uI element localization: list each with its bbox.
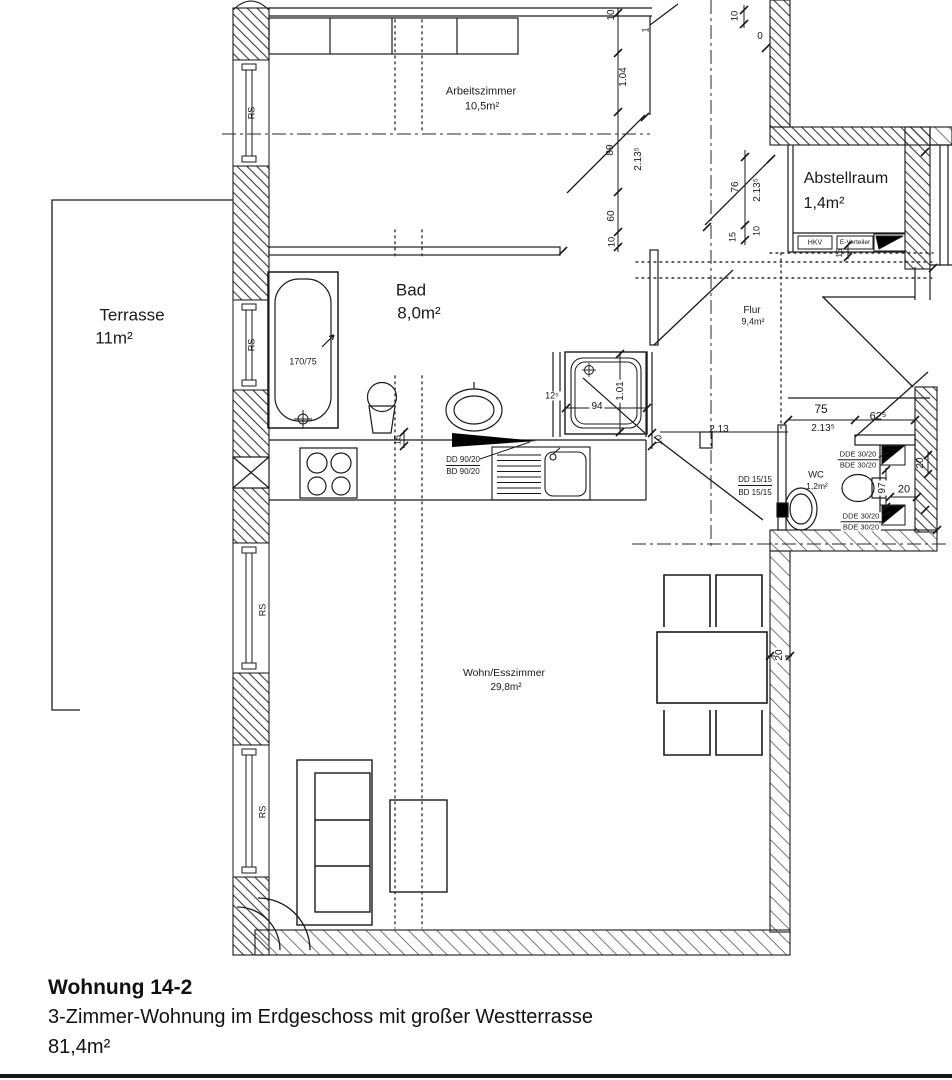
dim-10-top: 10 [606, 9, 617, 21]
floor-plan-linework [51, 0, 952, 956]
dim-97: 97 [877, 480, 888, 496]
rs-label-1: RS [246, 106, 257, 120]
rs-label-4: RS [257, 805, 268, 819]
dim-1-01: 1.01 [615, 379, 626, 403]
interior-walls [268, 3, 952, 531]
abstellraum-equipment [797, 233, 906, 252]
dim-10-b: 10 [606, 236, 618, 248]
room-label-bad: Bad [395, 280, 427, 300]
room-label-wc: WC [808, 469, 824, 481]
apartment-subtitle: 3-Zimmer-Wohnung im Erdgeschoss mit groß… [48, 1006, 593, 1028]
wardrobe [268, 17, 519, 55]
dotted-guides [394, 19, 934, 929]
column-x-box [232, 456, 270, 489]
dim-20-c: 20 [774, 647, 785, 663]
dim-10-c: 10 [729, 10, 741, 22]
coffee-table [389, 799, 448, 893]
exterior-walls [232, 0, 952, 956]
dim-2135-b: 2.13⁵ [752, 178, 763, 202]
bathtub-size-label: 170/75 [289, 356, 317, 367]
room-area-wc: 1,2m² [806, 480, 828, 491]
room-area-wohnesszimmer: 29,8m² [490, 682, 522, 693]
room-label-abstellraum: Abstellraum [803, 170, 889, 187]
dim-75: 75 [814, 402, 828, 416]
duct-label-dde30-bottom: DDE 30/20 [840, 511, 882, 522]
dimension-ticks [399, 5, 942, 661]
duct-label-bd15: BD 15/15 [738, 488, 772, 497]
dim-15-b: 15 [835, 248, 844, 258]
apartment-title: Wohnung 14-2 [48, 976, 193, 999]
dining-set [656, 574, 768, 756]
room-area-flur: 9,4m² [741, 316, 765, 327]
section-lines [222, 0, 950, 548]
dim-20-a: 20 [895, 483, 913, 496]
stove [299, 447, 358, 499]
rs-label-2: RS [246, 338, 257, 352]
dim-94: 94 [589, 401, 605, 412]
bad-basin [445, 382, 503, 432]
dim-12-5: 12⁵ [543, 390, 561, 401]
wc-duct-wedges [875, 444, 906, 526]
kitchen-sink [491, 446, 591, 501]
duct-label-bd90: BD 90/20 [446, 467, 480, 476]
dim-10-e: 10 [653, 434, 664, 446]
duct-label-dd15: DD 15/15 [738, 475, 772, 486]
dim-62-5: 62⁵ [869, 410, 887, 423]
room-label-wohnesszimmer: Wohn/Esszimmer [462, 666, 546, 679]
duct-label-bde30-bottom: BDE 30/20 [840, 522, 882, 532]
rs-label-3: RS [257, 603, 268, 617]
bad-toilet [366, 381, 398, 434]
bottom-divider [0, 1074, 952, 1078]
duct-label-bde30-top: BDE 30/20 [837, 460, 879, 470]
sofa [296, 759, 373, 926]
room-label-flur: Flur [743, 305, 761, 316]
duct-label-dde30-top: DDE 30/20 [837, 449, 879, 460]
bathtub [267, 271, 339, 429]
hkv-label: HKV [807, 239, 823, 247]
room-label-arbeitszimmer: Arbeitszimmer [445, 85, 517, 98]
e-verteiler-label: E-Verteiler [839, 238, 871, 246]
dim-2-13: 2.13 [709, 424, 729, 435]
dim-0: 0 [757, 31, 763, 42]
room-area-arbeitszimmer: 10,5m² [464, 100, 500, 113]
kitchen-duct-wedge [452, 433, 537, 460]
shower [552, 351, 648, 437]
dim-60: 60 [606, 210, 617, 222]
dim-1: 1 [640, 27, 651, 33]
room-area-bad: 8,0m² [397, 303, 441, 323]
room-area-terrasse: 11m² [95, 328, 133, 348]
dim-2135-c: 2.13⁵ [811, 423, 835, 434]
dim-20-b: 20 [915, 457, 926, 469]
door-leaves [236, 114, 929, 951]
room-label-terrasse: Terrasse [99, 305, 165, 325]
terrace-outline [51, 199, 233, 711]
apartment-total-area: 81,4m² [48, 1036, 111, 1058]
dim-2135-a: 2.13⁵ [633, 147, 644, 171]
dim-10-d: 10 [751, 225, 762, 237]
duct-label-dd90: DD 90/20 [446, 455, 480, 466]
dim-1-04: 1.04 [618, 67, 629, 87]
dim-89: 89 [605, 144, 616, 156]
dim-76: 76 [730, 181, 741, 193]
left-wall-windows [232, 59, 270, 878]
dim-15-c: 15 [392, 434, 403, 446]
dim-15-a: 15 [727, 231, 738, 243]
wc-basin [776, 487, 818, 531]
room-area-abstellraum: 1,4m² [803, 195, 845, 212]
